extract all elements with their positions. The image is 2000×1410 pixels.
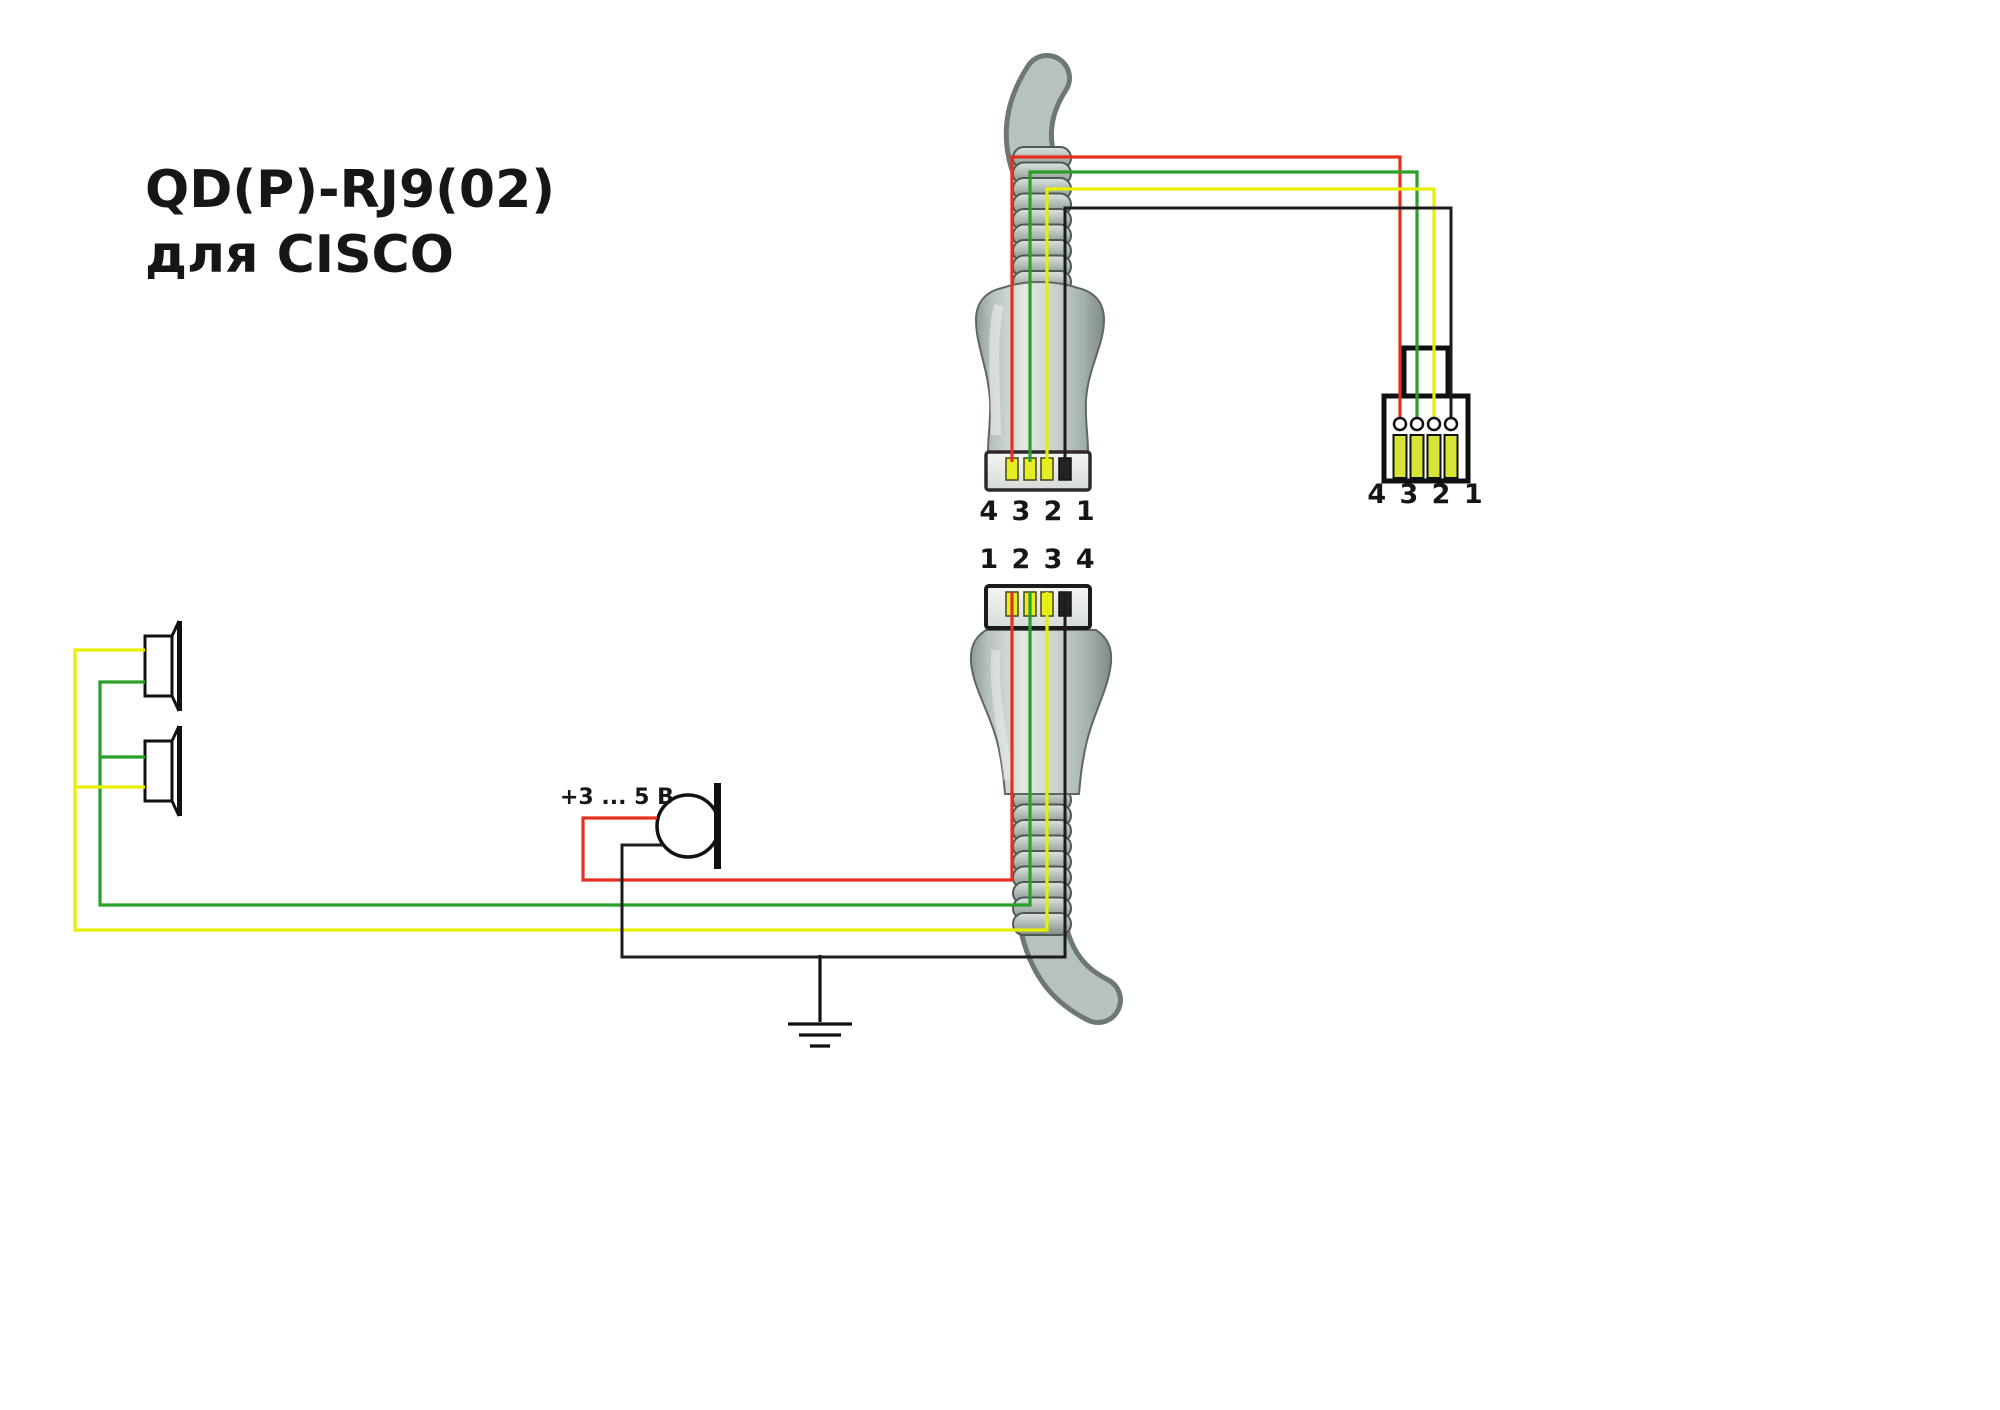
speaker-baffle	[177, 621, 182, 711]
wire-red-qd-to-mic	[581, 592, 1014, 882]
qd-plug-top	[974, 53, 1106, 492]
wires	[73, 155, 1453, 959]
wire-green-qd-to-rj9	[1028, 170, 1419, 462]
contact-strip-bottom	[984, 584, 1092, 630]
wire-yellow-qd-to-rj9	[1045, 187, 1436, 462]
rj9-connector	[1381, 345, 1471, 484]
speaker-baffle	[177, 726, 182, 816]
rj9-terminal	[1392, 416, 1408, 432]
diagram-title-line2: для CISCO	[145, 225, 454, 285]
body-highlight	[989, 303, 1004, 436]
mic-voltage-label: +3 ... 5 В	[560, 785, 674, 810]
microphone-membrane	[714, 783, 721, 869]
speaker-top	[143, 620, 182, 712]
speaker-body	[143, 739, 174, 803]
rj9-contact	[1409, 434, 1425, 479]
rj9-terminal	[1409, 416, 1425, 432]
rj9-wire-terminals	[1392, 416, 1459, 432]
rj9-contact	[1426, 434, 1442, 479]
rj9-contact	[1443, 434, 1459, 479]
connector-body-top	[974, 281, 1106, 453]
rj9-latch-tab	[1401, 345, 1451, 403]
rj9-pin-labels: 4 3 2 1	[1367, 479, 1484, 510]
ground-symbol	[788, 955, 852, 1048]
speaker-bottom	[143, 725, 182, 817]
speaker-body	[143, 634, 174, 698]
coil-top	[1012, 146, 1072, 294]
wire-green-qd-to-speakers	[98, 592, 1032, 907]
diagram-title-line1: QD(P)-RJ9(02)	[145, 160, 555, 220]
contact-strip-top	[984, 450, 1092, 492]
qd-plug-bottom	[969, 584, 1123, 1025]
rj9-terminal	[1426, 416, 1442, 432]
wire-yellow-qd-to-speakers	[73, 592, 1049, 932]
wire-black-qd-to-rj9	[1063, 206, 1453, 462]
coil-ring	[1012, 912, 1072, 936]
rj9-terminal	[1443, 416, 1459, 432]
qd-socket-pin-labels: 1 2 3 4	[979, 544, 1096, 575]
rj9-contact	[1392, 434, 1408, 479]
body-highlight	[990, 649, 1013, 781]
microphone	[655, 783, 721, 869]
qd-plug-pin-labels: 4 3 2 1	[979, 496, 1096, 527]
coil-bottom	[1012, 788, 1072, 936]
wire-red-qd-to-rj9	[1010, 155, 1402, 462]
wire-black-qd-to-mic-ground	[620, 592, 1067, 959]
